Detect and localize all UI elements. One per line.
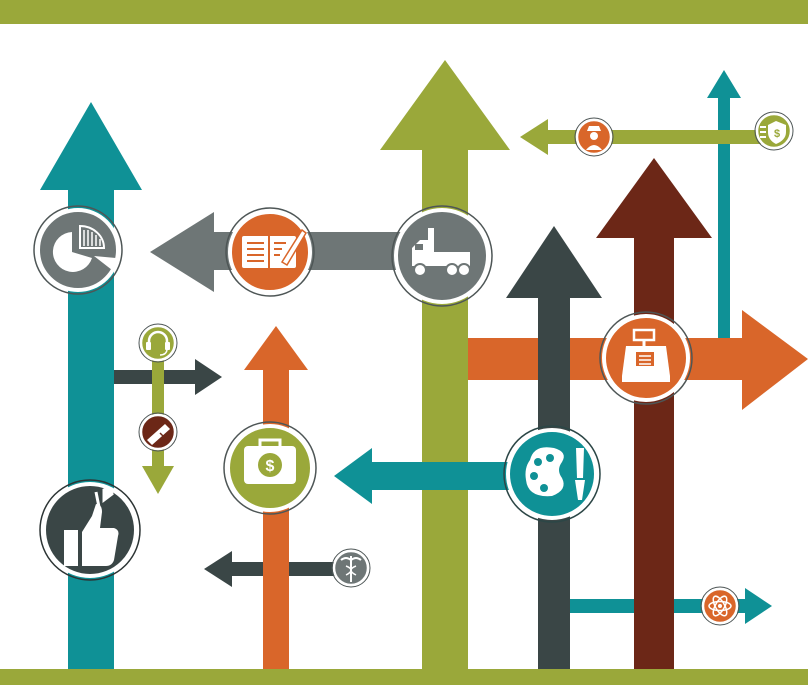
pie-chart-icon bbox=[33, 205, 123, 295]
orange-up-arrow bbox=[244, 326, 308, 669]
paint-palette-icon bbox=[503, 425, 601, 523]
teal-thin-up-arrow bbox=[707, 70, 741, 356]
diploma-icon bbox=[138, 412, 178, 452]
teal-left-arrow bbox=[334, 448, 516, 504]
money-shield-icon: $ bbox=[754, 111, 794, 151]
svg-text:$: $ bbox=[774, 128, 780, 140]
nurse-icon bbox=[574, 117, 614, 157]
atom-icon bbox=[700, 586, 740, 626]
svg-text:$: $ bbox=[266, 458, 275, 475]
thumbs-up-wrench-icon bbox=[39, 479, 141, 581]
semi-truck-icon bbox=[391, 205, 493, 307]
top-band bbox=[0, 0, 808, 24]
bottom-band bbox=[0, 669, 808, 685]
maroon-up-arrow bbox=[596, 158, 712, 669]
money-briefcase-icon: $ bbox=[223, 421, 317, 515]
headset-icon bbox=[138, 323, 178, 363]
caduceus-icon bbox=[331, 548, 371, 588]
book-pen-icon bbox=[225, 207, 315, 297]
cash-register-icon bbox=[599, 311, 693, 405]
teal-tall-up-arrow bbox=[40, 102, 142, 669]
olive-left-arrow bbox=[520, 119, 770, 155]
slate-right-arrow bbox=[114, 359, 222, 395]
